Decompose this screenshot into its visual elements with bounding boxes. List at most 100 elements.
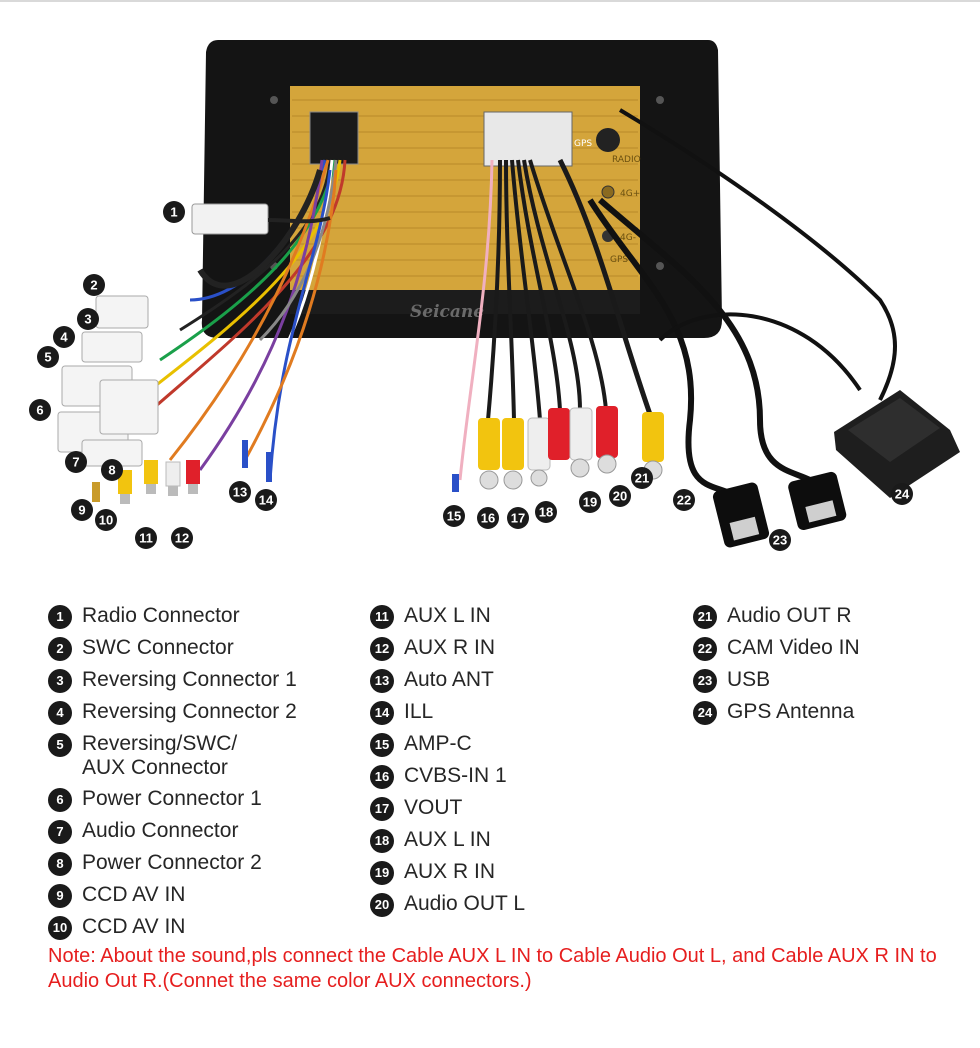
callout-number: 11 — [139, 531, 153, 546]
callout-15: 15 — [443, 505, 465, 527]
callout-number: 19 — [583, 495, 597, 510]
legend-label: CVBS-IN 1 — [404, 764, 507, 787]
legend-item: 6 Power Connector 1 — [48, 787, 297, 812]
callout-circle — [171, 527, 193, 549]
callout-13: 13 — [229, 481, 251, 503]
ant2-port-label: 4G- — [620, 233, 636, 243]
legend-label: Reversing Connector 2 — [82, 700, 297, 723]
callout-circle — [609, 485, 631, 507]
callout-14: 14 — [255, 489, 277, 511]
callout-10: 10 — [95, 509, 117, 531]
center-rca-plugs — [478, 406, 618, 490]
legend-number-badge: 16 — [370, 765, 394, 789]
callout-number: 4 — [60, 330, 68, 345]
legend-number-badge: 15 — [370, 733, 394, 757]
callout-number: 20 — [613, 489, 627, 504]
legend-number-badge: 9 — [48, 884, 72, 908]
callout-circle — [77, 308, 99, 330]
legend-number-badge: 10 — [48, 916, 72, 940]
callout-circle — [229, 481, 251, 503]
radio-connector-plug — [191, 203, 269, 235]
legend-number-badge: 5 — [48, 733, 72, 757]
legend-item: 22 CAM Video IN — [693, 636, 860, 661]
ant-port-1 — [601, 185, 615, 199]
legend-number-badge: 4 — [48, 701, 72, 725]
legend-number-badge: 11 — [370, 605, 394, 629]
callout-number: 6 — [36, 403, 43, 418]
callout-number: 22 — [677, 493, 691, 508]
legend-label: Audio OUT L — [404, 892, 526, 915]
callout-circle — [631, 467, 653, 489]
legend-item: 18 AUX L IN — [370, 828, 525, 853]
legend-number-badge: 17 — [370, 797, 394, 821]
callout-5: 5 — [37, 346, 59, 368]
main-socket — [483, 111, 573, 167]
legend-label: Auto ANT — [404, 668, 494, 691]
callout-number: 9 — [78, 503, 85, 518]
amp-c-tip — [452, 474, 459, 492]
callout-number: 5 — [44, 350, 51, 365]
radio-socket — [309, 111, 359, 165]
legend-number-badge: 22 — [693, 637, 717, 661]
legend-number-badge: 18 — [370, 829, 394, 853]
legend-label: CAM Video IN — [727, 636, 860, 659]
legend-label: USB — [727, 668, 771, 691]
legend-number-badge: 14 — [370, 701, 394, 725]
callout-circle — [673, 489, 695, 511]
legend-item: 23 USB — [693, 668, 860, 693]
legend-number-badge: 20 — [370, 893, 394, 917]
radio-lead — [267, 216, 331, 224]
legend-number-badge: 21 — [693, 605, 717, 629]
legend-label: Audio Connector — [82, 819, 239, 842]
gps-antenna-top — [848, 398, 940, 462]
gps-cable — [618, 108, 897, 401]
callout-18: 18 — [535, 501, 557, 523]
legend-label: AUX R IN — [404, 860, 496, 883]
callout-circle — [135, 527, 157, 549]
callout-9: 9 — [71, 499, 93, 521]
callout-number: 12 — [175, 531, 189, 546]
callout-11: 11 — [135, 527, 157, 549]
legend-number-badge: 23 — [693, 669, 717, 693]
legend-label: ILL — [404, 700, 434, 723]
usb-cable-1 — [587, 198, 743, 503]
legend-label: AUX L IN — [404, 828, 491, 851]
legend-number-badge: 2 — [48, 637, 72, 661]
legend-label: Reversing/SWC/ AUX Connector — [82, 732, 238, 779]
legend-number-badge: 12 — [370, 637, 394, 661]
legend-item: 16 CVBS-IN 1 — [370, 764, 525, 789]
legend-label: AUX R IN — [404, 636, 496, 659]
callout-number: 13 — [233, 485, 247, 500]
callout-number: 24 — [895, 487, 910, 502]
legend-item: 4 Reversing Connector 2 — [48, 700, 297, 725]
usb-cable-2 — [598, 197, 812, 483]
callout-circle — [255, 489, 277, 511]
wiring-photo: GPS RADIO 4G+ 4G- GPS Seicane — [29, 40, 960, 551]
legend-item: 5 Reversing/SWC/ AUX Connector — [48, 732, 297, 780]
legend-item: 20 Audio OUT L — [370, 892, 525, 917]
gps2-port-label: GPS — [610, 255, 628, 265]
legend-label: Power Connector 1 — [82, 787, 262, 810]
callout-17: 17 — [507, 507, 529, 529]
callout-number: 3 — [84, 312, 91, 327]
callout-1: 1 — [163, 201, 185, 223]
ant-wire-blue — [268, 169, 332, 481]
callout-6: 6 — [29, 399, 51, 421]
legend-item: 14 ILL — [370, 700, 525, 725]
callout-number: 10 — [99, 513, 113, 528]
left-harness — [139, 159, 347, 471]
callout-19: 19 — [579, 491, 601, 513]
brand-watermark: Seicane — [410, 302, 484, 322]
legend-number-badge: 6 — [48, 788, 72, 812]
